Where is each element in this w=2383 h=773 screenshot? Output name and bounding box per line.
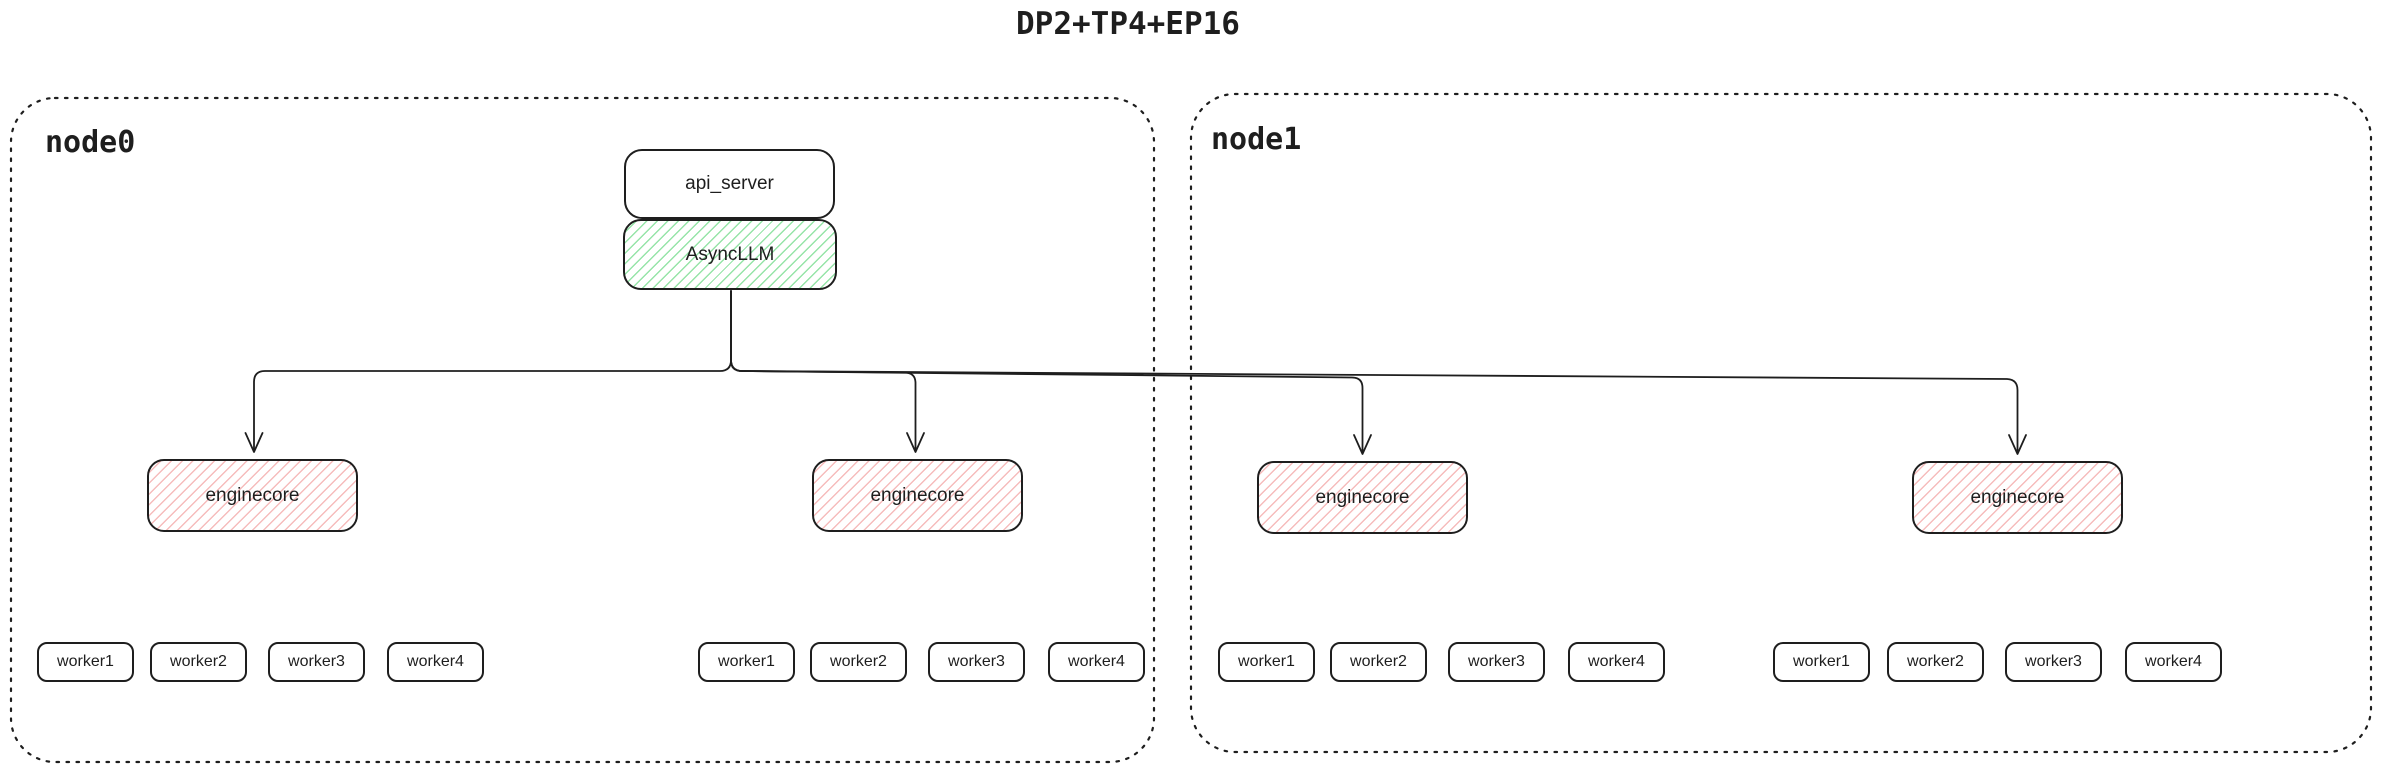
node0-label: node0 [45,125,136,160]
worker-box: worker2 [1330,642,1427,682]
node1-label: node1 [1211,122,1302,157]
enginecore-label: enginecore [205,484,300,506]
worker-box: worker2 [1887,642,1984,682]
enginecore-box-4: enginecore [1912,461,2123,534]
worker-box: worker4 [1048,642,1145,682]
worker-box: worker2 [150,642,247,682]
node0-container [9,96,1156,764]
arrow-asyncllm-to-enginecore-4 [730,290,2027,455]
asyncllm-box: AsyncLLM [623,219,837,290]
worker-box: worker4 [1568,642,1665,682]
enginecore-label: enginecore [870,484,965,506]
api-server-box: api_server [624,149,835,219]
worker-box: worker4 [2125,642,2222,682]
asyncllm-label: AsyncLLM [685,243,775,265]
enginecore-label: enginecore [1970,486,2065,508]
worker-box: worker1 [1773,642,1870,682]
api-server-label: api_server [685,173,774,194]
worker-box: worker1 [698,642,795,682]
worker-box: worker3 [268,642,365,682]
worker-box: worker3 [1448,642,1545,682]
enginecore-box-3: enginecore [1257,461,1468,534]
arrow-asyncllm-to-enginecore-1 [244,290,732,453]
enginecore-box-2: enginecore [812,459,1023,532]
worker-box: worker4 [387,642,484,682]
enginecore-label: enginecore [1315,486,1410,508]
worker-box: worker3 [928,642,1025,682]
worker-box: worker1 [37,642,134,682]
worker-box: worker2 [810,642,907,682]
enginecore-box-1: enginecore [147,459,358,532]
worker-box: worker1 [1218,642,1315,682]
diagram-title: DP2+TP4+EP16 [1016,6,1240,42]
worker-box: worker3 [2005,642,2102,682]
